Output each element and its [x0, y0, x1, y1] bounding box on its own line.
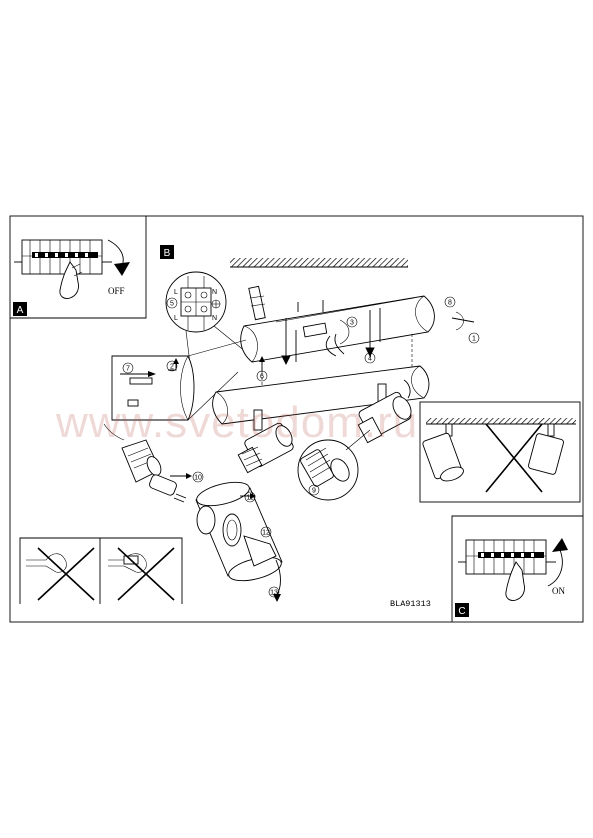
switch-off-label: OFF: [108, 286, 125, 296]
terminal-l-top: L: [174, 289, 178, 296]
hand-on-icon: [505, 561, 525, 601]
watermark: www.svetodom.ru: [55, 398, 418, 447]
bracket-detail: [111, 339, 247, 421]
step-11: 11: [244, 491, 256, 503]
svg-text:4: 4: [368, 356, 372, 363]
prohibited-cross-icon: [485, 423, 543, 493]
svg-text:12: 12: [262, 530, 270, 537]
spot-cylinder: [195, 481, 283, 602]
panel-c-switch-on: ON C: [451, 515, 583, 622]
wall-anchor-icon: [248, 285, 266, 321]
step-4: 4: [364, 352, 376, 364]
svg-text:3: 3: [350, 320, 354, 327]
svg-text:8: 8: [448, 300, 452, 307]
step-5: 5: [166, 297, 178, 309]
step-3: 3: [346, 316, 358, 328]
svg-text:6: 6: [260, 374, 264, 381]
step-7: 7: [122, 362, 134, 374]
switch-on-label: ON: [552, 586, 565, 596]
outer-frame: [9, 215, 584, 623]
svg-text:1: 1: [472, 336, 476, 343]
step-13: 13: [268, 586, 280, 598]
panel-b-letter: B: [164, 248, 171, 259]
step-10: 10: [192, 471, 204, 483]
svg-text:11: 11: [246, 495, 253, 502]
switch-off-arrow-icon: [114, 262, 130, 276]
mounting-plate: [240, 295, 435, 363]
switch-on-arrow-icon: [552, 538, 568, 552]
step-2: 2: [166, 360, 178, 372]
terminal-block-detail: L N L N: [165, 271, 247, 381]
lamp-body-bar: [212, 365, 430, 425]
svg-text:7: 7: [126, 366, 130, 373]
panel-do-not-touch: [19, 537, 183, 604]
model-code: BLA91313: [390, 599, 431, 609]
terminal-n-top: N: [212, 289, 217, 296]
terminal-n-bottom: N: [212, 315, 217, 322]
halogen-bulb-icon: [149, 474, 187, 503]
panel-a-letter: A: [17, 305, 24, 316]
step-12: 12: [260, 526, 272, 538]
step-9: 9: [308, 484, 320, 496]
step-8: 8: [444, 296, 456, 308]
ceiling-hatch: [230, 258, 408, 267]
svg-text:10: 10: [194, 475, 202, 482]
hand-icon: [59, 261, 79, 299]
terminal-l-bottom: L: [174, 315, 178, 322]
step-1: 1: [468, 332, 480, 344]
panel-wrong-orientation: [419, 401, 581, 503]
panel-c-letter: C: [458, 606, 465, 617]
spotlight-left: [237, 409, 294, 474]
svg-text:2: 2: [170, 364, 174, 371]
svg-text:13: 13: [270, 590, 278, 597]
panel-a-switch-off: OFF A: [10, 216, 147, 319]
svg-text:9: 9: [312, 488, 316, 495]
svg-text:5: 5: [170, 301, 174, 308]
screws: [281, 300, 381, 366]
